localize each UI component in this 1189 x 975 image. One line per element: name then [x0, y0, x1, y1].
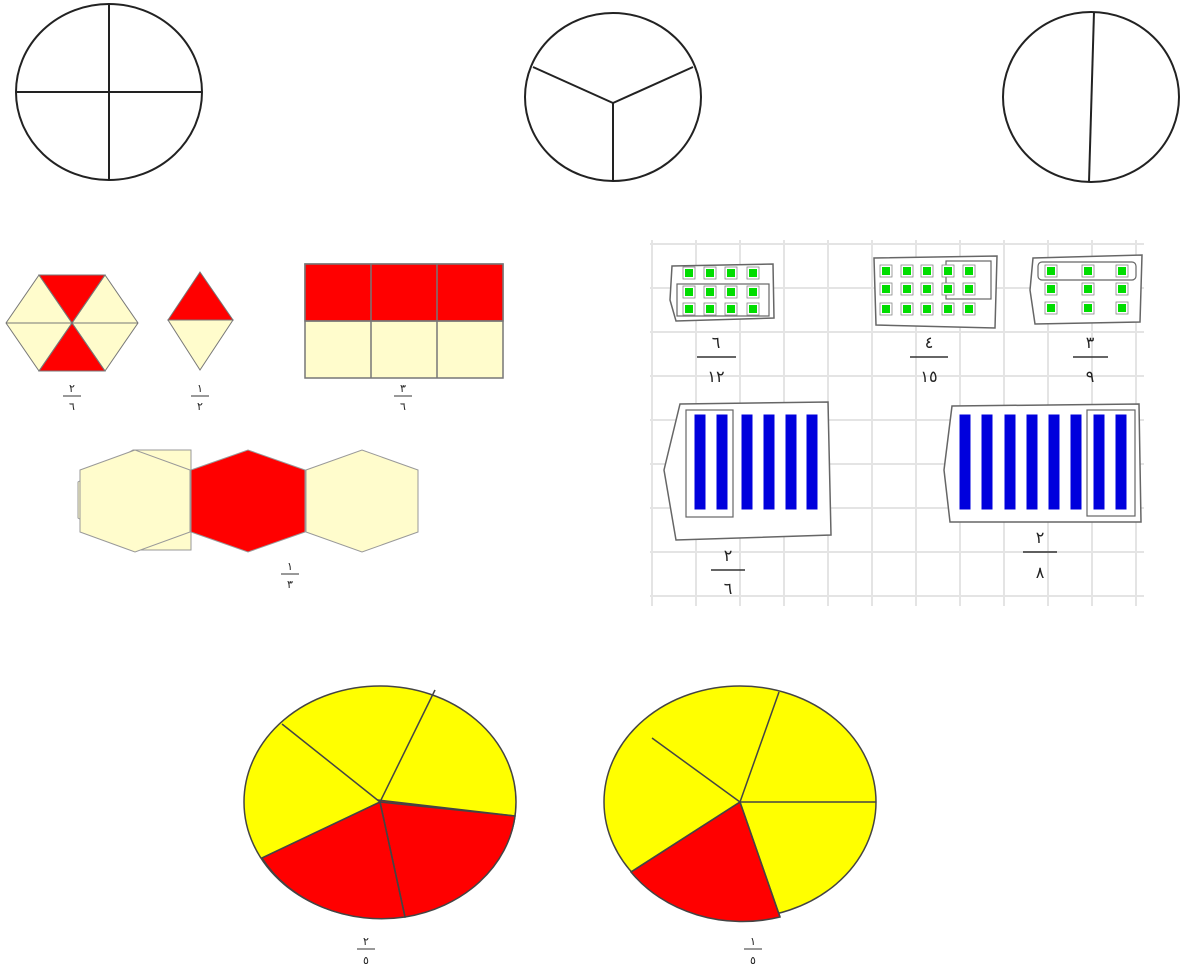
dots-group-a: [669, 263, 775, 322]
blue-bar: [762, 413, 776, 511]
green-dot: [1084, 267, 1092, 275]
circle-thirds: [524, 12, 702, 182]
denominator: ٦: [400, 400, 406, 413]
green-dot: [1118, 285, 1126, 293]
rectangle-grid: [304, 263, 504, 379]
blue-bar: [1092, 413, 1106, 511]
hexagon-triangles: [5, 274, 139, 372]
blue-bar: [1069, 413, 1083, 511]
denominator: ٦: [724, 579, 733, 598]
green-dot: [923, 267, 931, 275]
blue-bar: [693, 413, 707, 511]
fraction-label-bars-a: ٢ ٦: [711, 546, 745, 598]
denominator: ٩: [1086, 367, 1095, 386]
blue-bar: [715, 413, 729, 511]
green-dot: [965, 305, 973, 313]
blue-bar: [958, 413, 972, 511]
green-dot: [1047, 267, 1055, 275]
green-dot: [727, 305, 735, 313]
green-dot: [749, 305, 757, 313]
dots-group-c: [1029, 254, 1143, 325]
green-dot: [882, 285, 890, 293]
fraction-label-pie-two-fifths: ٢ ٥: [357, 935, 375, 967]
green-dot: [685, 288, 693, 296]
fraction-label-hexagon-row: ١ ٣: [281, 560, 299, 591]
green-dot: [903, 285, 911, 293]
green-dot: [1047, 304, 1055, 312]
green-dot: [706, 305, 714, 313]
green-dot: [965, 267, 973, 275]
numerator: ٢: [1036, 528, 1045, 547]
numerator: ٣: [400, 382, 406, 395]
denominator: ١٢: [707, 367, 724, 386]
fraction-label-dots-a: ٦ ١٢: [697, 333, 736, 386]
green-dot: [882, 305, 890, 313]
bars-group-b: [943, 403, 1142, 523]
blue-bar: [1025, 413, 1039, 511]
fraction-label-dots-b: ٤ ١٥: [910, 333, 948, 386]
denominator: ٦: [69, 400, 75, 413]
fraction-label-bars-b: ٢ ٨: [1023, 528, 1057, 582]
pie-one-fifth: [603, 685, 877, 923]
numerator: ٦: [712, 333, 721, 352]
numerator: ١: [197, 382, 203, 395]
green-dot: [1084, 285, 1092, 293]
green-dot: [944, 267, 952, 275]
green-dot: [685, 305, 693, 313]
circle-halves: [1002, 11, 1180, 183]
blue-bar: [1114, 413, 1128, 511]
hexagon-row: [77, 449, 419, 553]
denominator: ٢: [197, 400, 203, 413]
green-dot: [1118, 304, 1126, 312]
green-dot: [965, 285, 973, 293]
numerator: ٢: [363, 935, 369, 948]
green-dot: [706, 269, 714, 277]
denominator: ٣: [287, 578, 293, 591]
denominator: ٥: [363, 954, 369, 967]
numerator: ٢: [69, 382, 75, 395]
dots-group-b: [873, 255, 998, 329]
blue-bar: [1003, 413, 1017, 511]
green-dot: [685, 269, 693, 277]
blue-bar: [1047, 413, 1061, 511]
circle-quarters: [15, 3, 203, 181]
blue-bar: [784, 413, 798, 511]
denominator: ٨: [1036, 563, 1045, 582]
pie-two-fifths: [243, 685, 517, 920]
bars-group-a: [663, 401, 832, 541]
rhombus: [167, 271, 234, 371]
fraction-label-rectangle: ٣ ٦: [394, 382, 412, 413]
green-dot: [903, 267, 911, 275]
green-dot: [706, 288, 714, 296]
green-dot: [923, 285, 931, 293]
fraction-label-dots-c: ٣ ٩: [1073, 333, 1108, 386]
green-dot: [923, 305, 931, 313]
green-dot: [1084, 304, 1092, 312]
green-dot: [727, 288, 735, 296]
blue-bar: [805, 413, 819, 511]
blue-bar: [980, 413, 994, 511]
green-dot: [882, 267, 890, 275]
fraction-label-pie-one-fifth: ١ ٥: [744, 935, 762, 967]
green-dot: [1047, 285, 1055, 293]
green-dot: [944, 305, 952, 313]
green-dot: [727, 269, 735, 277]
green-dot: [944, 285, 952, 293]
green-dot: [749, 288, 757, 296]
numerator: ٢: [724, 546, 733, 565]
denominator: ٥: [750, 954, 756, 967]
green-dot: [749, 269, 757, 277]
blue-bar: [740, 413, 754, 511]
numerator: ٤: [925, 333, 934, 352]
green-dot: [1118, 267, 1126, 275]
denominator: ١٥: [920, 367, 937, 386]
fraction-label-rhombus: ١ ٢: [191, 382, 209, 413]
numerator: ١: [750, 935, 756, 948]
numerator: ١: [287, 560, 293, 573]
numerator: ٣: [1086, 333, 1095, 352]
green-dot: [903, 305, 911, 313]
fraction-label-hexagon-triangles: ٢ ٦: [63, 382, 81, 413]
